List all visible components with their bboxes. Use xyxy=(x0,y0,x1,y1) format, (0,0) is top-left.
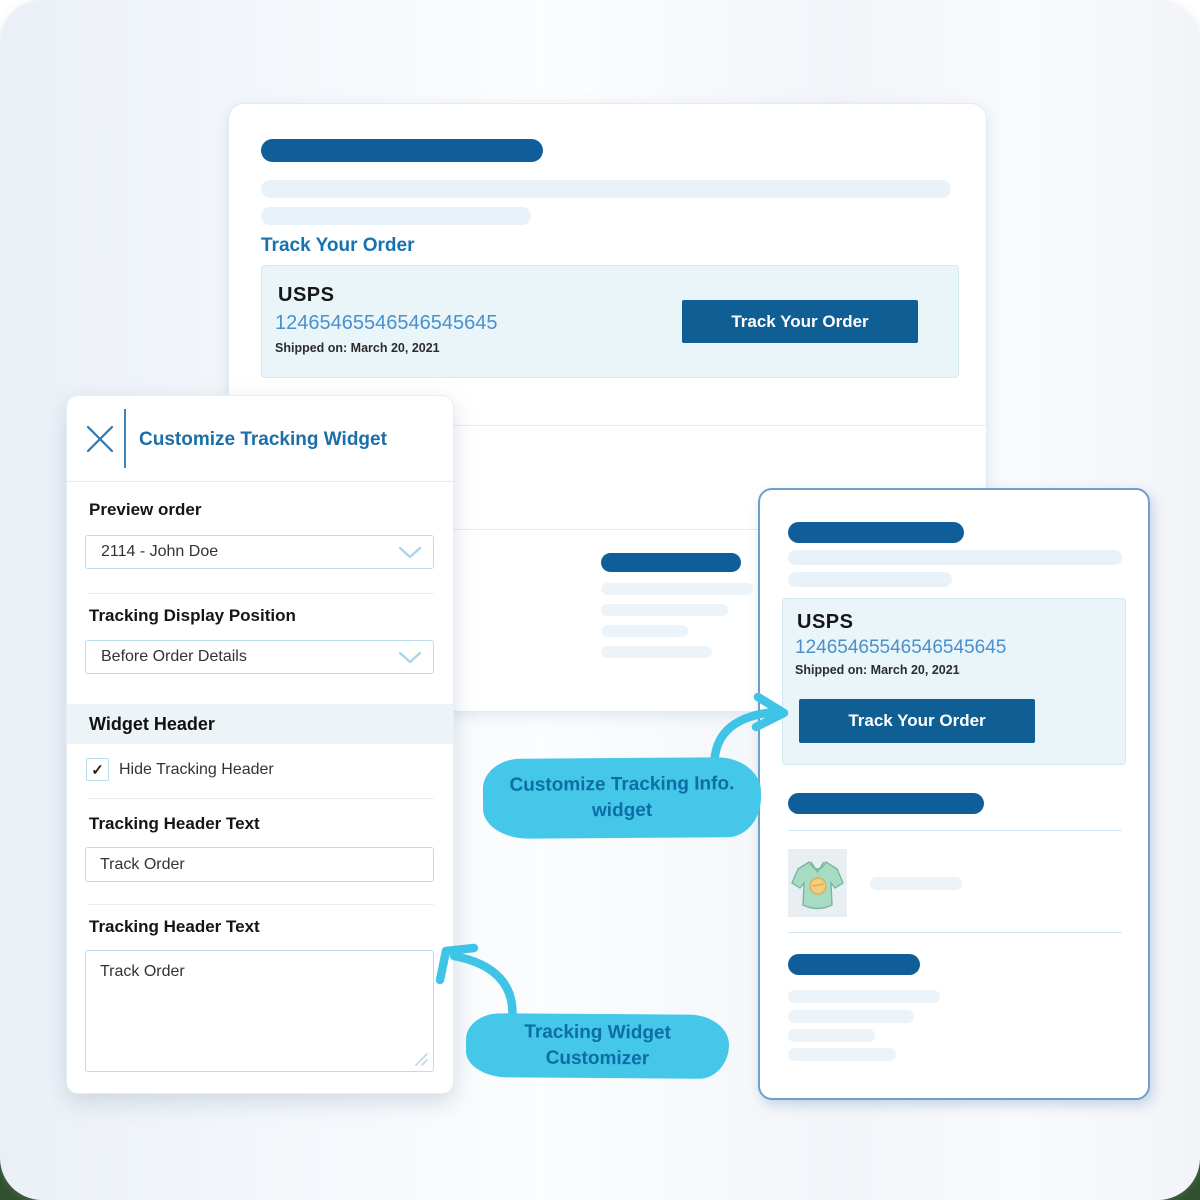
divider xyxy=(788,830,1122,831)
mobile-preview-card: USPS 12465465546546545645 Shipped on: Ma… xyxy=(758,488,1150,1100)
resize-handle-icon[interactable] xyxy=(413,1051,429,1067)
check-icon: ✓ xyxy=(91,761,104,779)
divider xyxy=(229,425,986,426)
skeleton-text-bar xyxy=(601,625,688,637)
preview-order-label: Preview order xyxy=(89,500,202,519)
tracking-header-text-label-2: Tracking Header Text xyxy=(89,917,260,936)
skeleton-text-bar xyxy=(788,1010,914,1023)
skeleton-text-bar xyxy=(601,646,712,658)
skeleton-subtitle-bar xyxy=(788,793,984,814)
callout-line: Customize Tracking Info. xyxy=(509,773,735,797)
tracking-header-text-input[interactable]: Track Order xyxy=(85,847,434,882)
carrier-name: USPS xyxy=(797,611,854,633)
panel-title: Customize Tracking Widget xyxy=(139,429,387,450)
tracking-number-link[interactable]: 12465465546546545645 xyxy=(275,312,498,334)
tracking-header-text-value: Track Order xyxy=(100,855,185,873)
skeleton-subtitle-bar xyxy=(788,954,920,975)
display-position-label: Tracking Display Position xyxy=(89,606,296,625)
skeleton-text-bar xyxy=(870,877,962,890)
close-button[interactable] xyxy=(84,423,116,455)
skeleton-text-bar xyxy=(601,583,753,595)
preview-order-value: 2114 - John Doe xyxy=(101,543,219,560)
skeleton-text-bar xyxy=(788,990,940,1003)
customize-tracking-widget-panel: Customize Tracking Widget Preview order … xyxy=(66,395,454,1094)
callout-line: widget xyxy=(591,799,653,822)
shipped-on-text: Shipped on: March 20, 2021 xyxy=(275,341,440,355)
track-your-order-button[interactable]: Track Your Order xyxy=(682,300,918,343)
divider xyxy=(87,798,434,799)
skeleton-text-bar xyxy=(788,1029,875,1042)
callout-line: Customizer xyxy=(545,1047,650,1070)
preview-order-select[interactable]: 2114 - John Doe xyxy=(85,535,434,569)
divider xyxy=(788,932,1122,933)
tracking-number-link[interactable]: 12465465546546545645 xyxy=(795,637,1007,658)
track-order-heading: Track Your Order xyxy=(261,235,415,256)
product-image xyxy=(788,849,847,917)
hide-tracking-header-label: Hide Tracking Header xyxy=(119,761,274,778)
tracking-header-textarea-value: Track Order xyxy=(100,963,185,980)
panel-header: Customize Tracking Widget xyxy=(67,396,453,482)
skeleton-text-bar xyxy=(788,1048,896,1061)
display-position-select[interactable]: Before Order Details xyxy=(85,640,434,674)
skeleton-text-bar xyxy=(261,180,951,198)
divider xyxy=(87,904,434,905)
divider xyxy=(87,593,434,594)
callout-line: Tracking Widget xyxy=(524,1021,671,1044)
callout-tracking-widget-customizer: Tracking Widget Customizer xyxy=(465,1013,730,1079)
skeleton-text-bar xyxy=(788,572,952,587)
tshirt-icon xyxy=(791,861,844,910)
shipped-on-text: Shipped on: March 20, 2021 xyxy=(795,663,960,677)
skeleton-title-bar xyxy=(788,522,964,543)
tracking-widget-box: USPS 12465465546546545645 Shipped on: Ma… xyxy=(261,265,959,378)
chevron-down-icon xyxy=(399,547,421,559)
skeleton-text-bar xyxy=(601,604,728,616)
display-position-value: Before Order Details xyxy=(101,648,247,665)
hide-tracking-header-checkbox[interactable]: ✓ xyxy=(86,758,109,781)
skeleton-text-bar xyxy=(788,550,1122,565)
widget-header-section-title: Widget Header xyxy=(67,704,453,744)
tracking-header-textarea[interactable]: Track Order xyxy=(85,950,434,1072)
skeleton-text-bar xyxy=(261,207,531,225)
skeleton-title-bar xyxy=(261,139,543,162)
tracking-widget-box: USPS 12465465546546545645 Shipped on: Ma… xyxy=(782,598,1126,765)
skeleton-subtitle-bar xyxy=(601,553,741,572)
curved-arrow-to-textarea-icon xyxy=(435,943,517,1026)
carrier-name: USPS xyxy=(278,284,335,306)
divider xyxy=(229,529,986,530)
tracking-header-text-label: Tracking Header Text xyxy=(89,814,260,833)
track-your-order-button[interactable]: Track Your Order xyxy=(799,699,1035,743)
callout-customize-tracking-info: Customize Tracking Info. widget xyxy=(482,757,762,839)
header-divider xyxy=(124,409,126,468)
chevron-down-icon xyxy=(399,652,421,664)
close-icon xyxy=(86,425,114,453)
